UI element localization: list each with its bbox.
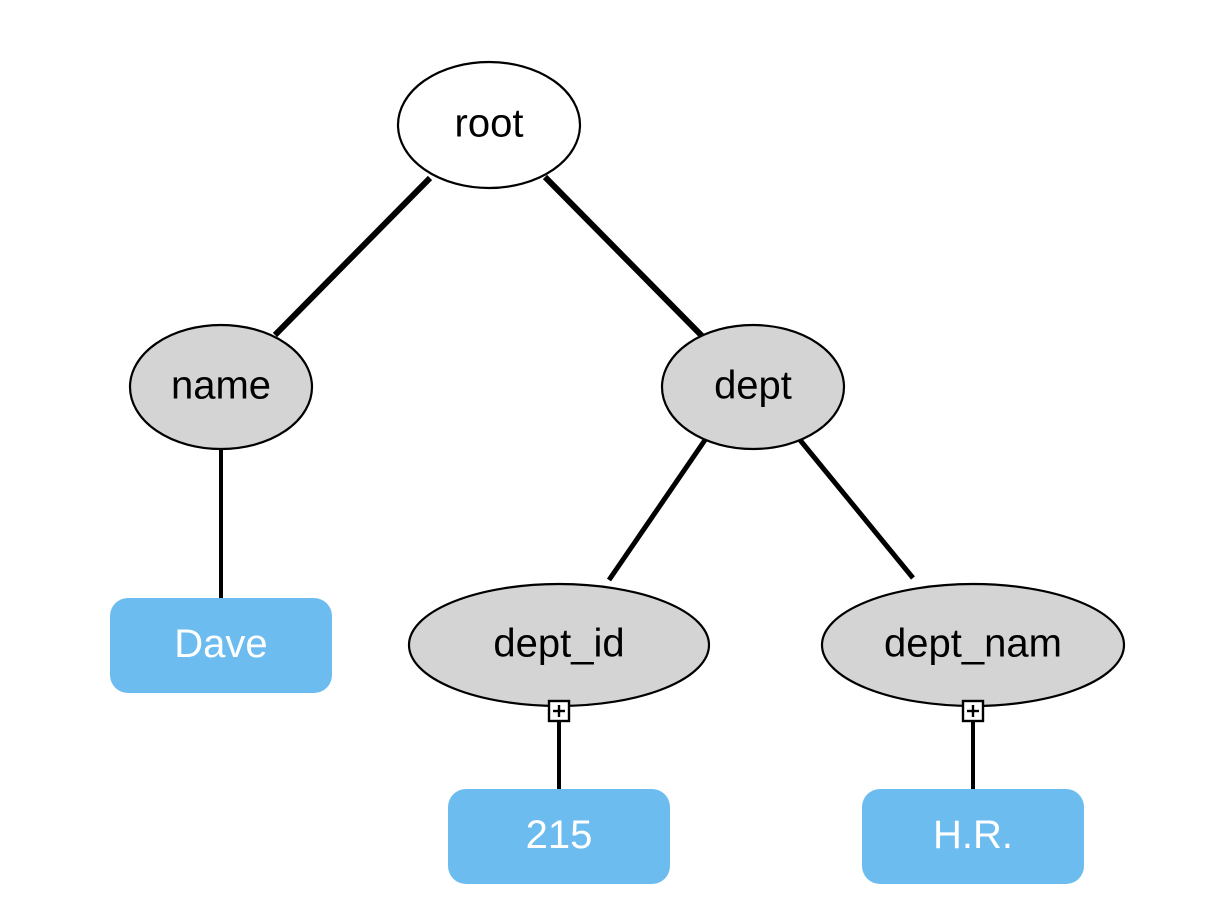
tree-edge-root-dept (542, 174, 706, 340)
tree-node-dept[interactable]: dept (660, 323, 846, 451)
node-shape-v215[interactable] (448, 789, 670, 884)
node-shape-hr[interactable] (862, 789, 1084, 884)
node-shape-name[interactable] (128, 323, 314, 451)
node-label-dept_nam: dept_nam (884, 622, 1062, 666)
tree-node-v215[interactable]: 215 (448, 789, 670, 884)
node-label-dept_id: dept_id (493, 622, 624, 666)
node-label-root: root (455, 102, 524, 146)
tree-edge-dept-dept_id (606, 438, 708, 582)
node-shape-root[interactable] (396, 60, 582, 190)
tree-node-name[interactable]: name (128, 323, 314, 451)
tree-node-dept_id[interactable]: dept_id (407, 582, 711, 708)
tree-edge-root-name (272, 175, 433, 338)
expand-handle-dept_id[interactable] (547, 699, 571, 723)
node-label-dave: Dave (174, 622, 267, 666)
node-label-v215: 215 (526, 813, 593, 857)
node-label-name: name (171, 364, 271, 408)
node-label-dept: dept (714, 364, 792, 408)
node-shape-dave[interactable] (110, 598, 332, 693)
expand-handle-dept_nam[interactable] (961, 699, 985, 723)
tree-node-root[interactable]: root (396, 60, 582, 190)
node-layer: root name dept dept_id dept_nam Dave 215 H.R. (110, 60, 1126, 884)
handle-layer (547, 699, 985, 723)
tree-edge-dept-dept_nam (798, 438, 915, 580)
node-shape-dept[interactable] (660, 323, 846, 451)
tree-node-hr[interactable]: H.R. (862, 789, 1084, 884)
tree-node-dave[interactable]: Dave (110, 598, 332, 693)
node-label-hr: H.R. (933, 813, 1013, 857)
tree-node-dept_nam[interactable]: dept_nam (820, 582, 1126, 708)
